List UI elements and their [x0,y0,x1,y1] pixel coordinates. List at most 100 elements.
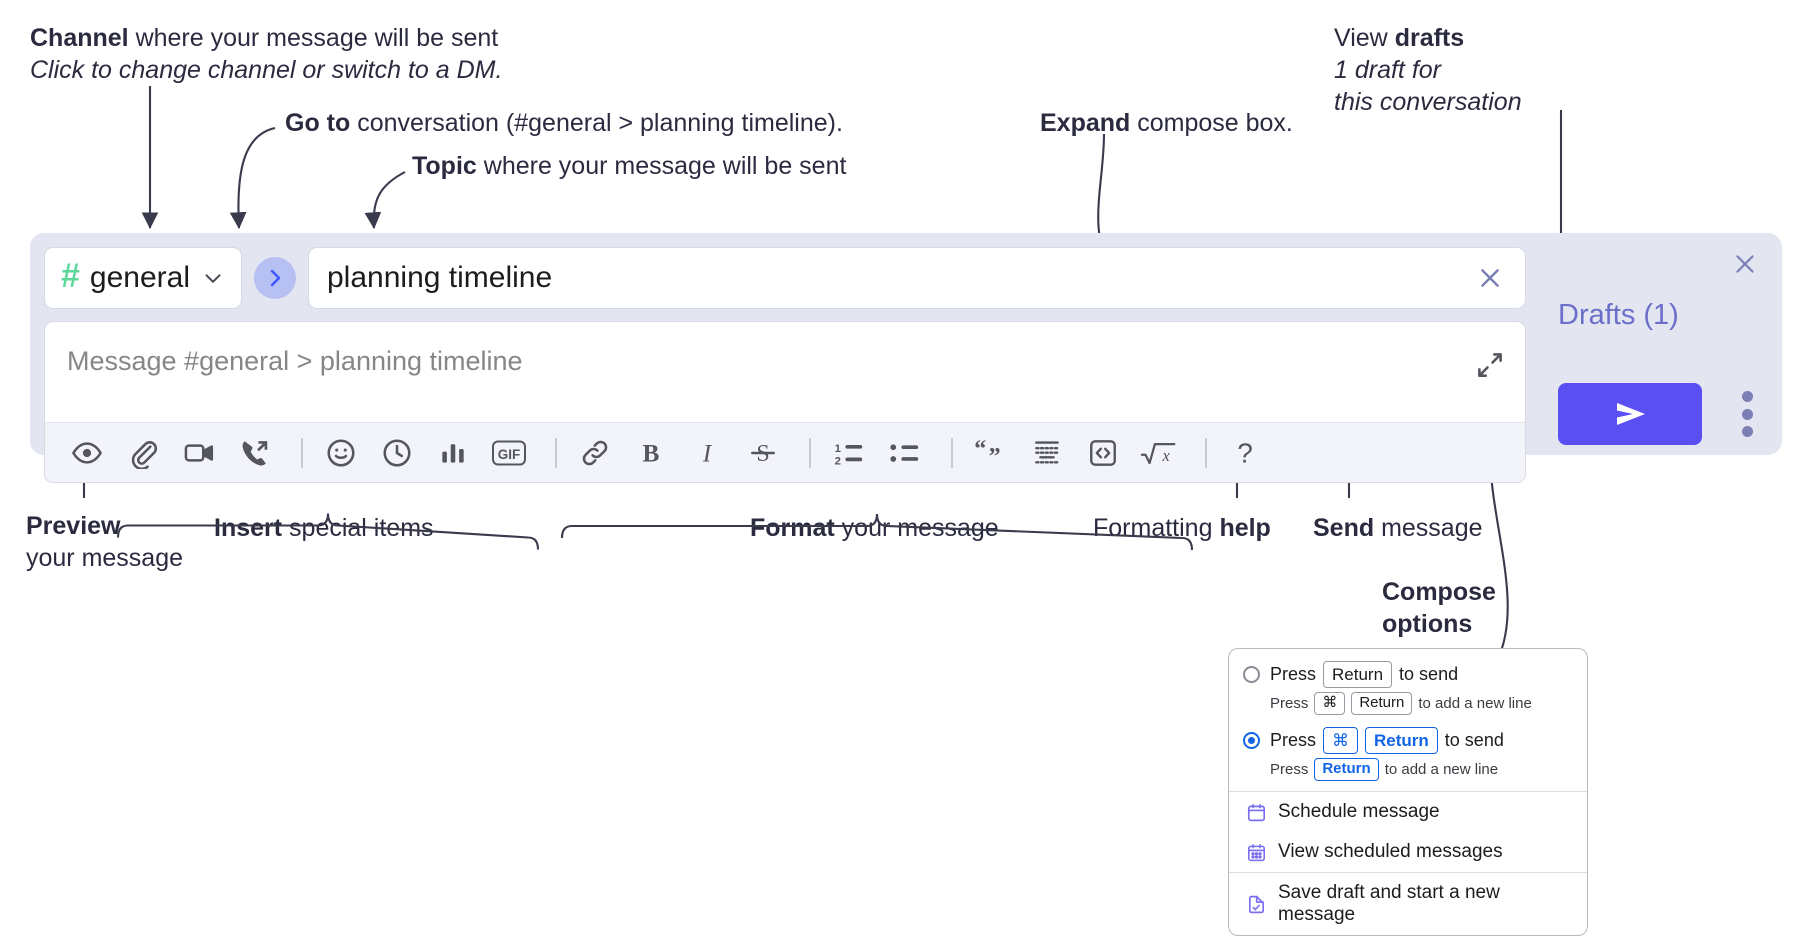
toolbar-divider [951,437,953,468]
preview-icon[interactable] [65,431,109,475]
annotation-channel: Channel where your message will be sent … [30,22,502,86]
annotation-expand-rest: compose box. [1130,109,1293,137]
option-cmd-return-to-send[interactable]: Press ⌘ Return to send [1229,725,1587,756]
option1-pre: Press [1270,664,1317,685]
menu-divider [1229,791,1587,792]
ordered-list-icon[interactable]: 1 2 [827,431,871,475]
radio-unselected-icon [1243,666,1260,684]
leader-goto [229,126,276,230]
key-command: ⌘ [1323,727,1359,755]
strikethrough-icon[interactable]: S [741,431,785,475]
go-to-conversation-button[interactable] [254,257,296,299]
bulleted-list-icon[interactable] [883,431,927,475]
calendar-grid-icon [1245,841,1267,863]
expand-icon [1478,353,1502,377]
bold-glyph: B [643,439,660,467]
annotation-expand-bold: Expand [1040,109,1131,137]
expand-compose-button[interactable] [1475,350,1507,382]
link-icon[interactable] [573,431,617,475]
menu-divider [1229,872,1587,873]
annotation-send: Send message [1313,512,1483,544]
option2-sub-pre: Press [1270,761,1309,779]
panel-close-button[interactable] [1728,247,1762,281]
send-button[interactable] [1558,383,1702,445]
annotation-channel-rest: where your message will be sent [128,24,499,52]
svg-text:2: 2 [835,455,841,467]
send-paper-plane-icon [1617,403,1645,425]
more-options-dot [1741,426,1753,437]
strikethrough-glyph: S [751,441,775,467]
annotation-topic-bold: Topic [412,152,477,180]
toolbar-divider [301,437,303,468]
radio-selected-icon [1243,732,1260,750]
math-formula-icon[interactable]: x [1137,431,1181,475]
toolbar-divider [809,437,811,468]
topic-input[interactable]: planning timeline [308,247,1526,309]
annotation-drafts: View drafts 1 draft for this conversatio… [1334,22,1522,118]
compose-options-button[interactable] [1732,391,1762,437]
channel-selector[interactable]: # general [44,247,242,309]
option-cmd-return-to-send-hint: Press Return to add a new line [1229,756,1587,783]
option-return-to-send[interactable]: Press Return to send [1229,659,1587,690]
key-command: ⌘ [1314,692,1346,715]
message-input[interactable]: Message #general > planning timeline [45,322,1525,422]
annotation-send-bold: Send [1313,514,1375,542]
leader-topic [364,171,406,230]
annotation-topic-rest: where your message will be sent [476,152,847,180]
close-icon [1736,255,1754,273]
gif-icon[interactable]: GIF [487,431,531,475]
quote-glyph: “ ” [974,437,1001,469]
annotation-help-bold: help [1219,514,1271,542]
close-icon [1481,269,1499,287]
svg-text:I: I [702,439,713,467]
code-block-icon[interactable] [1025,431,1069,475]
italic-glyph: I [702,439,713,467]
menu-item-view-scheduled-messages[interactable]: View scheduled messages [1229,832,1587,872]
menu-item-label: View scheduled messages [1278,841,1503,862]
annotation-format-rest: your message [834,514,999,542]
annotation-insert-rest: special items [282,514,434,542]
key-return: Return [1314,758,1379,781]
chevron-down-icon [200,265,226,291]
blockquote-icon[interactable]: “ ” [969,431,1013,475]
drafts-link[interactable]: Drafts (1) [1558,299,1679,331]
inline-code-icon[interactable] [1081,431,1125,475]
annotation-topic: Topic where your message will be sent [412,150,846,182]
topic-clear-button[interactable] [1473,261,1507,295]
poll-bar-chart-icon[interactable] [431,431,475,475]
formatting-help-icon[interactable]: ? [1223,431,1267,475]
menu-item-save-draft[interactable]: Save draft and start a new message [1229,873,1587,935]
menu-item-schedule-message[interactable]: Schedule message [1229,792,1587,832]
annotation-help: Formatting help [1093,512,1271,544]
send-behaviour-options: Press Return to send Press ⌘ Return to a… [1229,649,1587,791]
annotation-preview-bold: Preview [26,512,121,540]
toolbar-divider [1205,437,1207,468]
option-cmd-return-to-send-label: Press ⌘ Return to send [1270,727,1504,755]
question-mark-glyph: ? [1237,437,1253,468]
annotation-compose-options-bold1: Compose [1382,578,1496,606]
attachment-paperclip-icon[interactable] [121,431,165,475]
video-camera-icon[interactable] [177,431,221,475]
option2-pre: Press [1270,730,1317,751]
annotation-preview: Preview your message [26,510,183,574]
bold-icon[interactable]: B [629,431,673,475]
huddle-phone-icon[interactable] [233,431,277,475]
emoji-icon[interactable] [319,431,363,475]
compose-panel: # general planning timeline [30,233,1782,483]
annotation-preview-rest: your message [26,544,184,572]
svg-text:?: ? [1237,437,1253,468]
key-return: Return [1323,661,1393,689]
italic-icon[interactable]: I [685,431,729,475]
compose-column: # general planning timeline [44,247,1526,483]
annotation-goto-rest: conversation (#general > planning timeli… [350,109,843,137]
annotation-send-rest: message [1374,514,1483,542]
topic-value: planning timeline [327,261,553,294]
clock-icon[interactable] [375,431,419,475]
annotation-format: Format your message [750,512,999,544]
more-options-dot [1741,391,1753,402]
svg-text:”: ” [989,443,1001,468]
key-return: Return [1351,692,1413,715]
annotation-drafts-bold: drafts [1394,24,1465,52]
annotation-insert: Insert special items [214,512,434,544]
